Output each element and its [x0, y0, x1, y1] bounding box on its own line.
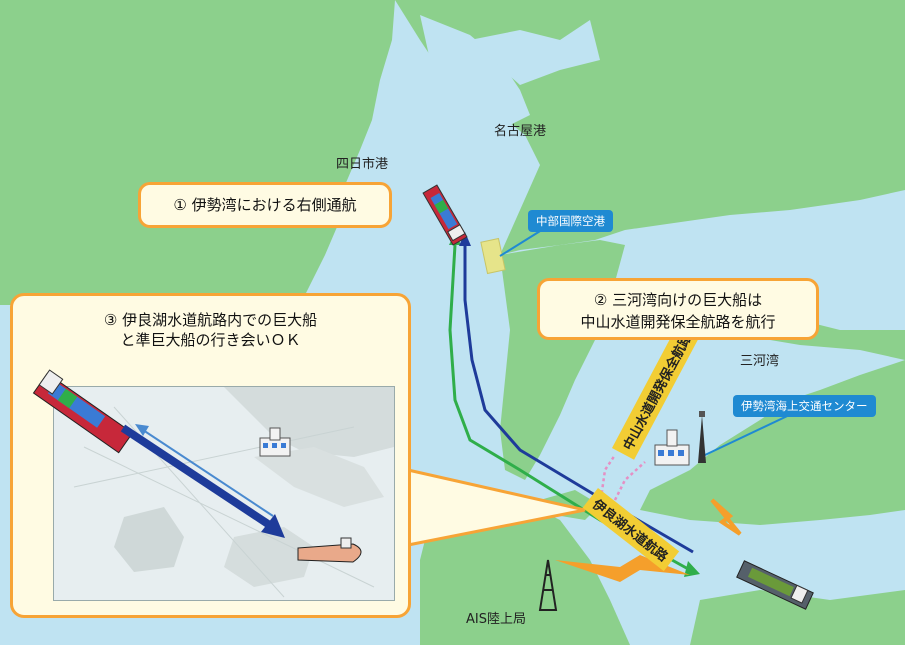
label-nagoya-port: 名古屋港 — [494, 124, 547, 139]
callout-irago-passing-panel: ③ 伊良湖水道航路内での巨大船 と準巨大船の行き会いＯＫ — [10, 293, 411, 618]
tag-chubu-airport: 中部国際空港 — [528, 210, 613, 232]
west-land — [0, 0, 395, 305]
panel-ship-large-icon — [32, 369, 134, 454]
south-land — [420, 500, 630, 645]
callout-3-line1: ③ 伊良湖水道航路内での巨大船 — [103, 311, 318, 329]
label-ais-station: AIS陸上局 — [466, 612, 526, 627]
label-yokkaichi-port: 四日市港 — [336, 157, 389, 172]
callout-3-title: ③ 伊良湖水道航路内での巨大船 と準巨大船の行き会いＯＫ — [13, 310, 408, 350]
panel-ship-small-icon — [297, 537, 362, 563]
label-mikawa-bay: 三河湾 — [740, 354, 780, 369]
radar-tower-icon — [698, 411, 706, 463]
panel-passing-arrows — [120, 424, 285, 538]
callout-2-line2: 中山水道開発保全航路を航行 — [580, 313, 776, 331]
callout-3-line2: と準巨大船の行き会いＯＫ — [120, 331, 301, 349]
callout-mikawa-route: ② 三河湾向けの巨大船は 中山水道開発保全航路を航行 — [537, 278, 819, 340]
container-ship-south — [736, 560, 814, 610]
container-ship-north — [422, 184, 468, 246]
callout-2-line1: ② 三河湾向けの巨大船は — [593, 291, 763, 309]
ais-tower-icon — [538, 559, 558, 611]
panel-building-icon — [259, 427, 291, 457]
traffic-center-building-icon — [654, 429, 690, 466]
callout-right-side-navigation: ① 伊勢湾における右側通航 — [138, 182, 392, 228]
tag-traffic-center: 伊勢湾海上交通センター — [733, 395, 876, 417]
callout-1-text: ① 伊勢湾における右側通航 — [173, 196, 357, 214]
